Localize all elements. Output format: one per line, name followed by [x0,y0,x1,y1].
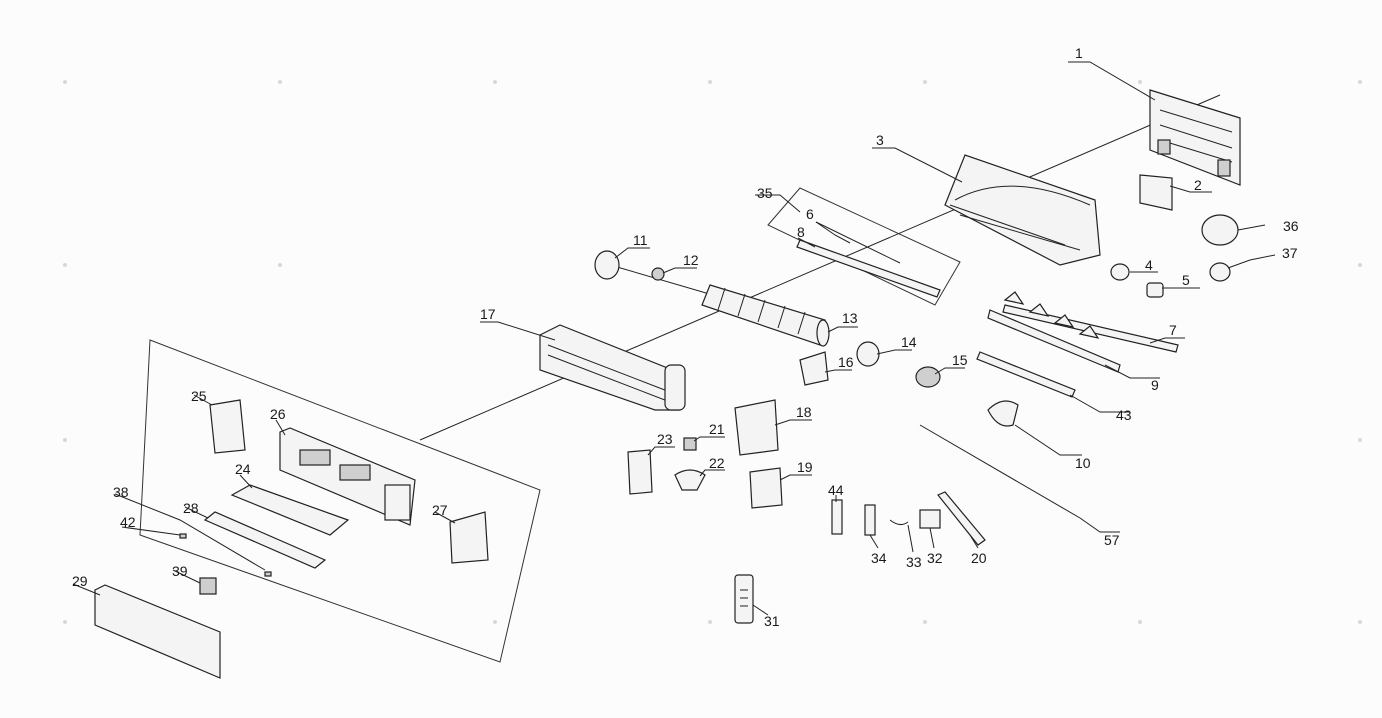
part-label: 42 [120,514,136,530]
part-label: 39 [172,563,188,579]
part-label: 13 [842,310,858,326]
part-label: 38 [113,484,129,500]
panel-frame-part [279,427,416,526]
louver-part [796,239,941,298]
part-label: 7 [1169,322,1177,338]
part-label: 35 [757,185,773,201]
motor-cap-part [1201,214,1239,246]
chassis-part [944,154,1101,266]
part-label: 5 [1182,272,1190,288]
sensor-holder-part [831,499,843,535]
part-labels: 1 2 3 4 5 6 7 8 9 10 11 12 13 14 15 16 1… [72,45,1299,629]
part-label: 4 [1145,257,1153,273]
part-label: 36 [1283,218,1299,234]
pipe-part [937,491,986,546]
step-motor-part [915,366,941,388]
right-cover-part [449,511,489,564]
motor-clamp-part [799,351,829,386]
bracket-part [1139,174,1173,211]
mounting-plate-part [1149,89,1241,186]
part-label: 34 [871,550,887,566]
part-label: 1 [1075,45,1083,61]
electric-cover-part [627,449,653,495]
part-label: 10 [1075,455,1091,471]
receiver-window-part [199,577,217,595]
assembly-lines [419,94,1221,441]
sensor-wire-part [919,424,1081,519]
part-label: 18 [796,404,812,420]
part-label: 9 [1151,377,1159,393]
part-label: 21 [709,421,725,437]
remote-control-part [734,574,754,624]
part-label: 32 [927,550,943,566]
part-label: 23 [657,431,673,447]
part-label: 29 [72,573,88,589]
cover-plate-part [749,467,783,509]
motor-bracket-part [987,400,1019,427]
part-label: 43 [1116,407,1132,423]
small-clip-2-part [264,571,272,577]
part-label: 14 [901,334,917,350]
bearing-holder-part [594,250,620,280]
louver-group-frame [767,187,961,306]
side-cover-part [209,399,246,454]
part-label: 16 [838,354,854,370]
part-label: 27 [432,502,448,518]
part-label: 26 [270,406,286,422]
fan-motor-part [856,341,880,367]
part-label: 28 [183,500,199,516]
part-label: 24 [235,461,251,477]
part-label: 3 [876,132,884,148]
part-label: 12 [683,252,699,268]
small-clip-part [179,533,187,539]
clip-part [1146,282,1164,298]
part-label: 44 [828,482,844,498]
vertical-louver-part [976,351,1076,398]
part-label: 19 [797,459,813,475]
part-label: 22 [709,455,725,471]
part-label: 17 [480,306,496,322]
bearing-part [1209,262,1231,282]
filter-part [230,484,350,536]
cable-clamp-part [674,469,706,491]
terminal-part [683,437,697,451]
drain-plug-part [1110,263,1130,281]
part-label: 15 [952,352,968,368]
rubber-ring-part [651,267,665,281]
part-label: 20 [971,550,987,566]
background-dots [63,80,1362,624]
part-label: 6 [806,206,814,222]
part-label: 37 [1282,245,1298,261]
receiver-part [919,509,941,529]
evaporator-part [539,324,686,411]
part-label: 2 [1194,177,1202,193]
part-label: 25 [191,388,207,404]
part-label: 33 [906,554,922,570]
front-panel-part [94,584,221,679]
part-label: 31 [764,613,780,629]
display-board-part [864,504,876,536]
wire-harness-part [889,519,909,526]
part-label: 8 [797,224,805,240]
part-label: 57 [1104,532,1120,548]
control-box-part [734,399,779,456]
cross-flow-fan-part [701,284,830,347]
part-label: 11 [633,232,648,248]
front-panel-group-frame [139,339,541,663]
leader-lines [72,61,1276,616]
display-strip-part [203,511,327,569]
